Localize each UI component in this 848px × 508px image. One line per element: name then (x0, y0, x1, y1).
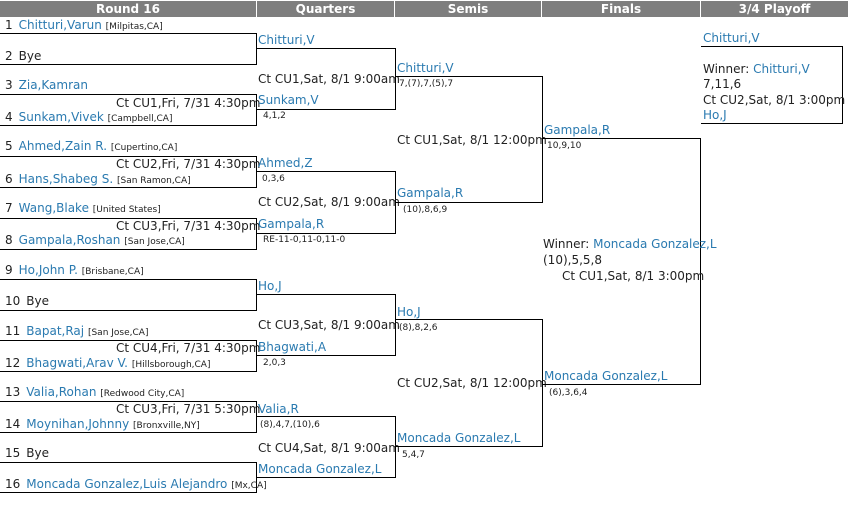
sf-player-link[interactable]: Chitturi,V (397, 61, 454, 75)
qf-player-link[interactable]: Sunkam,V (258, 93, 319, 107)
qf-match-info: Ct CU2,Sat, 8/1 9:00am (258, 195, 400, 209)
player-link[interactable]: Bapat,Raj (26, 324, 85, 338)
r16-match-info: Ct CU2,Fri, 7/31 4:30pm (116, 157, 261, 171)
player-link[interactable]: Valia,Rohan (26, 385, 97, 399)
header-quarters: Quarters (257, 1, 394, 17)
sf-player-link[interactable]: Ho,J (397, 305, 421, 319)
r16-match-info: Ct CU3,Fri, 7/31 4:30pm (116, 219, 261, 233)
player-link[interactable]: Wang,Blake (18, 201, 89, 215)
sf-player-link[interactable]: Moncada Gonzalez,L (397, 431, 521, 445)
sf-score: 7,(7),7,(5),7 (399, 79, 454, 89)
player-link[interactable]: Hans,Shabeg S. (18, 172, 114, 186)
final-score: 10,9,10 (547, 141, 582, 151)
qf-player-link[interactable]: Chitturi,V (258, 33, 315, 47)
winner-link[interactable]: Chitturi,V (753, 62, 810, 76)
header-finals: Finals (542, 1, 700, 17)
winner-link[interactable]: Moncada Gonzalez,L (593, 237, 717, 251)
r16-match-info: Ct CU3,Fri, 7/31 5:30pm (116, 402, 261, 416)
qf-player-link[interactable]: Valia,R (258, 402, 299, 416)
qf-match-info: Ct CU3,Sat, 8/1 9:00am (258, 318, 400, 332)
qf-match-info: Ct CU4,Sat, 8/1 9:00am (258, 441, 400, 455)
playoff-player-link[interactable]: Chitturi,V (703, 31, 760, 45)
final-winner: Winner: Moncada Gonzalez,L (543, 237, 717, 251)
player-link[interactable]: Moncada Gonzalez,Luis Alejandro (26, 477, 228, 491)
player-link[interactable]: Zia,Kamran (18, 78, 88, 92)
player-link[interactable]: Sunkam,Vivek (18, 110, 104, 124)
header-playoff: 3/4 Playoff (701, 1, 848, 17)
r16-match-info: Ct CU4,Fri, 7/31 4:30pm (116, 341, 261, 355)
player-link[interactable]: Bhagwati,Arav V. (26, 356, 128, 370)
playoff-player-link[interactable]: Ho,J (703, 108, 727, 122)
qf-score: 4,1,2 (263, 111, 286, 121)
playoff-match-info: Ct CU2,Sat, 8/1 3:00pm (703, 93, 846, 107)
header-round16: Round 16 (0, 1, 256, 17)
final-player-link[interactable]: Moncada Gonzalez,L (544, 369, 668, 383)
sf-score: (8),8,2,6 (399, 323, 438, 333)
playoff-score: 7,11,6 (703, 77, 742, 91)
qf-player-link[interactable]: Moncada Gonzalez,L (258, 462, 382, 476)
player-link[interactable]: Ahmed,Zain R. (18, 139, 108, 153)
qf-score: RE-11-0,11-0,11-0 (263, 235, 346, 245)
player-link[interactable]: Chitturi,Varun (18, 18, 102, 32)
qf-match-info: Ct CU1,Sat, 8/1 9:00am (258, 72, 400, 86)
sf-player-link[interactable]: Gampala,R (397, 186, 464, 200)
player-link[interactable]: Gampala,Roshan (18, 233, 121, 247)
player-link[interactable]: Moynihan,Johnny (26, 417, 130, 431)
qf-score: (8),4,7,(10),6 (260, 420, 320, 430)
sf-score: 5,4,7 (402, 450, 425, 460)
qf-player-link[interactable]: Ahmed,Z (258, 156, 313, 170)
final-result-score: (10),5,5,8 (543, 253, 602, 267)
qf-score: 0,3,6 (262, 174, 285, 184)
header-semis: Semis (395, 1, 541, 17)
qf-player-link[interactable]: Bhagwati,A (258, 340, 327, 354)
player-link[interactable]: Ho,John P. (18, 263, 78, 277)
qf-player-link[interactable]: Ho,J (258, 279, 282, 293)
qf-score: 2,0,3 (263, 358, 286, 368)
final-score: (6),3,6,4 (549, 388, 588, 398)
sf-match-info: Ct CU1,Sat, 8/1 12:00pm (397, 133, 547, 147)
final-player-link[interactable]: Gampala,R (544, 123, 611, 137)
r16-match-info: Ct CU1,Fri, 7/31 4:30pm (116, 96, 261, 110)
sf-match-info: Ct CU2,Sat, 8/1 12:00pm (397, 376, 547, 390)
playoff-winner: Winner: Chitturi,V (703, 62, 810, 76)
qf-player-link[interactable]: Gampala,R (258, 217, 325, 231)
final-match-info: Ct CU1,Sat, 8/1 3:00pm (562, 269, 705, 283)
sf-score: (10),8,6,9 (403, 205, 448, 215)
